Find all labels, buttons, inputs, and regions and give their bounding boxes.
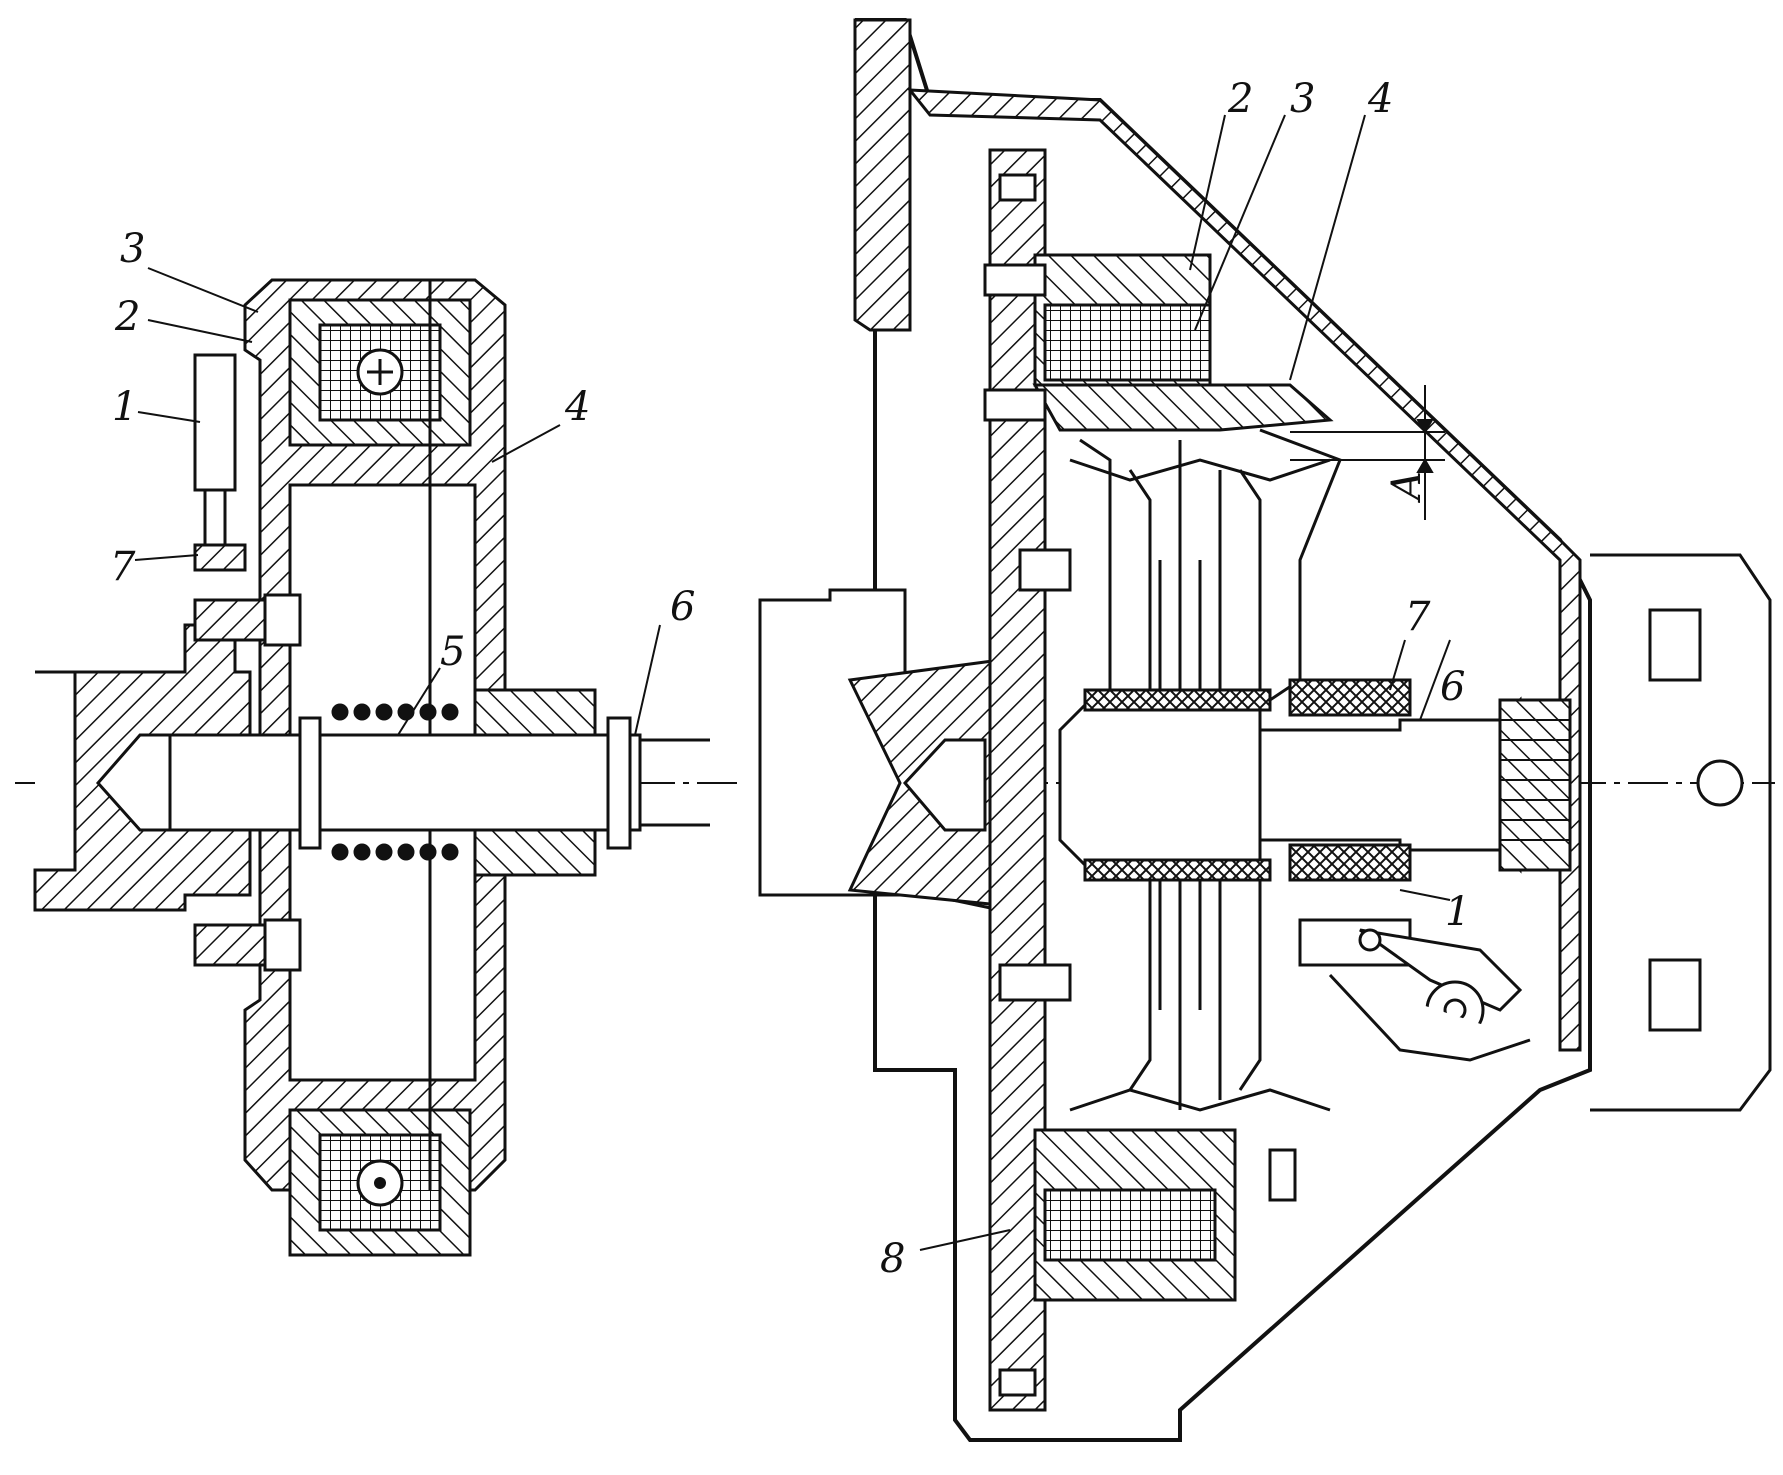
right-label-8: 8 [880,1236,905,1282]
right-label-4: 4 [1367,76,1393,122]
right-lower-coil [1043,1188,1217,1262]
right-central-hub [1058,698,1262,872]
right-label-7: 7 [1405,594,1431,640]
left-shaft [168,733,642,832]
right-threaded-flange [1498,698,1572,872]
left-label-4: 4 [564,384,590,430]
left-label-5: 5 [440,629,465,675]
left-label-7: 7 [110,544,136,590]
right-release-fork [1298,918,1531,1062]
left-release-lever [193,353,237,492]
right-release-sleeve-lower [1288,843,1412,882]
right-release-sleeve-upper [1288,678,1412,717]
right-view: 2 3 4 7 6 1 8 A [758,18,1775,1442]
left-label-6: 6 [670,584,695,630]
left-label-3: 3 [120,226,145,272]
right-label-3: 3 [1290,76,1315,122]
left-label-1: 1 [112,384,137,430]
right-dimension-label-A: A [1384,471,1430,504]
right-label-2: 2 [1227,76,1253,122]
left-view: 3 2 1 4 5 6 7 [15,226,740,1257]
right-gearbox-housing [1590,553,1772,1112]
right-upper-coil [1043,303,1212,382]
right-label-1: 1 [1445,889,1470,935]
right-label-6: 6 [1440,664,1465,710]
left-label-2: 2 [114,294,140,340]
